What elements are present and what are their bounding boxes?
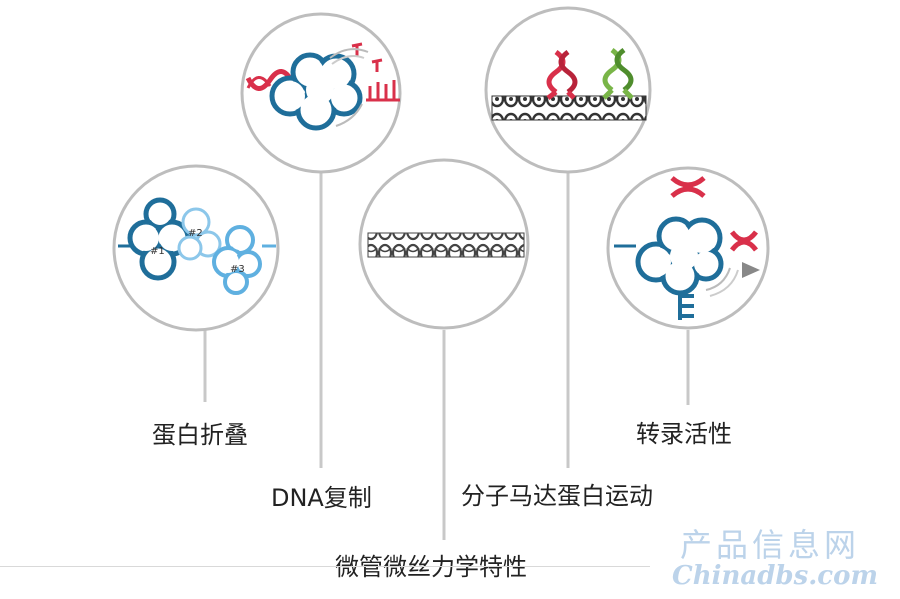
direction-arrow-icon bbox=[742, 262, 760, 278]
dna-strand-icon bbox=[245, 69, 295, 91]
molecular-motor-circle bbox=[484, 6, 652, 174]
watermark-english: Chinadbs.com bbox=[672, 561, 878, 591]
myosin-red-icon bbox=[546, 49, 578, 100]
label-transcription-activity: 转录活性 bbox=[636, 420, 732, 448]
protein-folding-circle: #1 #2 #3 bbox=[112, 164, 280, 332]
domain-label-3: #3 bbox=[230, 264, 245, 275]
rna-polymerase-icon bbox=[635, 216, 724, 296]
actin-filament-icon bbox=[491, 95, 647, 121]
microtubule-filament-icon bbox=[367, 232, 525, 258]
rna-transcript-icon bbox=[678, 294, 694, 320]
label-molecular-motor: 分子马达蛋白运动 bbox=[461, 482, 653, 510]
protein-domain-3-icon bbox=[212, 225, 262, 295]
dna-top-icon bbox=[670, 176, 706, 188]
bottom-divider bbox=[0, 566, 650, 567]
nucleotide-ladder-icon bbox=[351, 42, 400, 102]
dna-replication-circle bbox=[240, 12, 402, 174]
protein-domain-2-icon bbox=[177, 207, 222, 261]
label-protein-folding: 蛋白折叠 bbox=[152, 421, 248, 449]
label-microtubule-mechanics: 微管微丝力学特性 bbox=[335, 553, 527, 581]
transcription-circle bbox=[606, 166, 770, 330]
polymerase-icon bbox=[269, 52, 363, 131]
microtubule-circle bbox=[358, 158, 530, 330]
domain-label-1: #1 bbox=[150, 246, 165, 257]
connector-lines bbox=[203, 170, 690, 540]
myosin-green-icon bbox=[602, 47, 634, 100]
label-dna-replication: DNA复制 bbox=[271, 484, 372, 512]
watermark-chinese: 产品信息网 bbox=[680, 526, 861, 564]
domain-label-2: #2 bbox=[188, 228, 203, 239]
